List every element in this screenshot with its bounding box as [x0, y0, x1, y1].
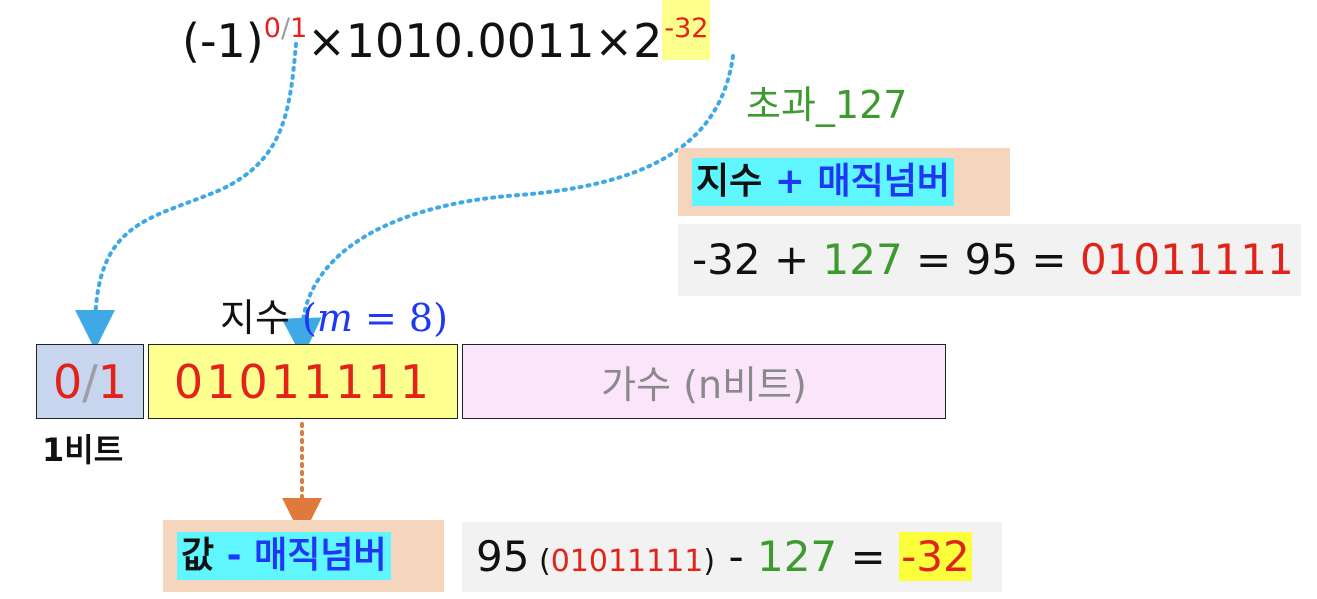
exponent-header-label: 지수	[220, 296, 290, 340]
sign-arrow	[75, 42, 298, 350]
float-formula: (-1) 0/1 ×1010.0011×2 -32	[182, 0, 711, 72]
exponent-bits-box: 01011111	[148, 344, 458, 419]
mantissa-box: 가수 (n비트)	[462, 344, 946, 419]
mantissa-label: 가수 (n비트)	[601, 363, 807, 407]
sign-sup-zero: 0	[263, 13, 281, 44]
sign-bit-zero: 0	[52, 354, 83, 409]
calc-bottom-op: -	[715, 532, 757, 581]
calc-bottom-bias: 127	[756, 532, 838, 581]
calc-top-exponent: -32	[692, 235, 761, 284]
m-var: m	[316, 296, 353, 340]
m-eq: = 8)	[352, 296, 448, 340]
calc-top-eq2: =	[1018, 235, 1080, 284]
encode-label-op: +	[762, 161, 818, 202]
sign-sup-sep: /	[280, 13, 291, 44]
sign-bit-one: 1	[97, 354, 128, 409]
formula-sign-superscript: 0/1	[264, 0, 307, 60]
decode-label: 값 - 매직넘버	[177, 532, 391, 580]
decode-label-op: -	[214, 535, 255, 576]
sign-sup-one: 1	[290, 13, 308, 44]
encode-calculation: -32 + 127 = 95 = 01011111	[678, 224, 1301, 296]
calc-top-op: +	[760, 235, 823, 284]
calc-bottom-value: 95	[476, 532, 530, 581]
calc-top-bias: 127	[822, 235, 903, 284]
calc-bottom-result: -32	[899, 532, 972, 581]
sign-bit-box: 0/1	[36, 344, 144, 419]
calc-bottom-close: )	[703, 544, 716, 579]
m-open: (	[302, 296, 317, 340]
decode-label-part2: 매직넘버	[254, 535, 387, 576]
encode-label-part1: 지수	[696, 161, 763, 202]
encode-label-box: 지수 + 매직넘버	[678, 148, 1010, 216]
calc-top-sum: 95	[964, 235, 1019, 284]
formula-exponent: -32	[662, 0, 711, 60]
formula-base: (-1)	[182, 14, 264, 68]
exponent-width: (m = 8)	[302, 296, 448, 340]
encode-label: 지수 + 매직넘버	[692, 158, 954, 206]
decode-label-box: 값 - 매직넘버	[163, 520, 444, 592]
sign-bit-sep: /	[82, 354, 98, 409]
decode-label-part1: 값	[181, 535, 215, 576]
exponent-header: 지수 (m = 8)	[220, 292, 448, 344]
excess-label: 초과_127	[746, 83, 908, 127]
calc-top-bits: 01011111	[1079, 235, 1294, 284]
calc-bottom-bits: 01011111	[550, 544, 704, 579]
exponent-arrow	[281, 54, 735, 358]
encode-label-part2: 매직넘버	[817, 161, 950, 202]
calc-bottom-open: (	[529, 544, 551, 579]
sign-bit-width-label: 1비트	[42, 431, 124, 469]
exponent-bits: 01011111	[173, 354, 433, 409]
decode-calculation: 95 (01011111) - 127 = -32	[462, 522, 1002, 592]
calc-bottom-eq: =	[837, 532, 900, 581]
calc-top-eq1: =	[902, 235, 965, 284]
formula-mantissa: ×1010.0011×2	[307, 14, 663, 68]
